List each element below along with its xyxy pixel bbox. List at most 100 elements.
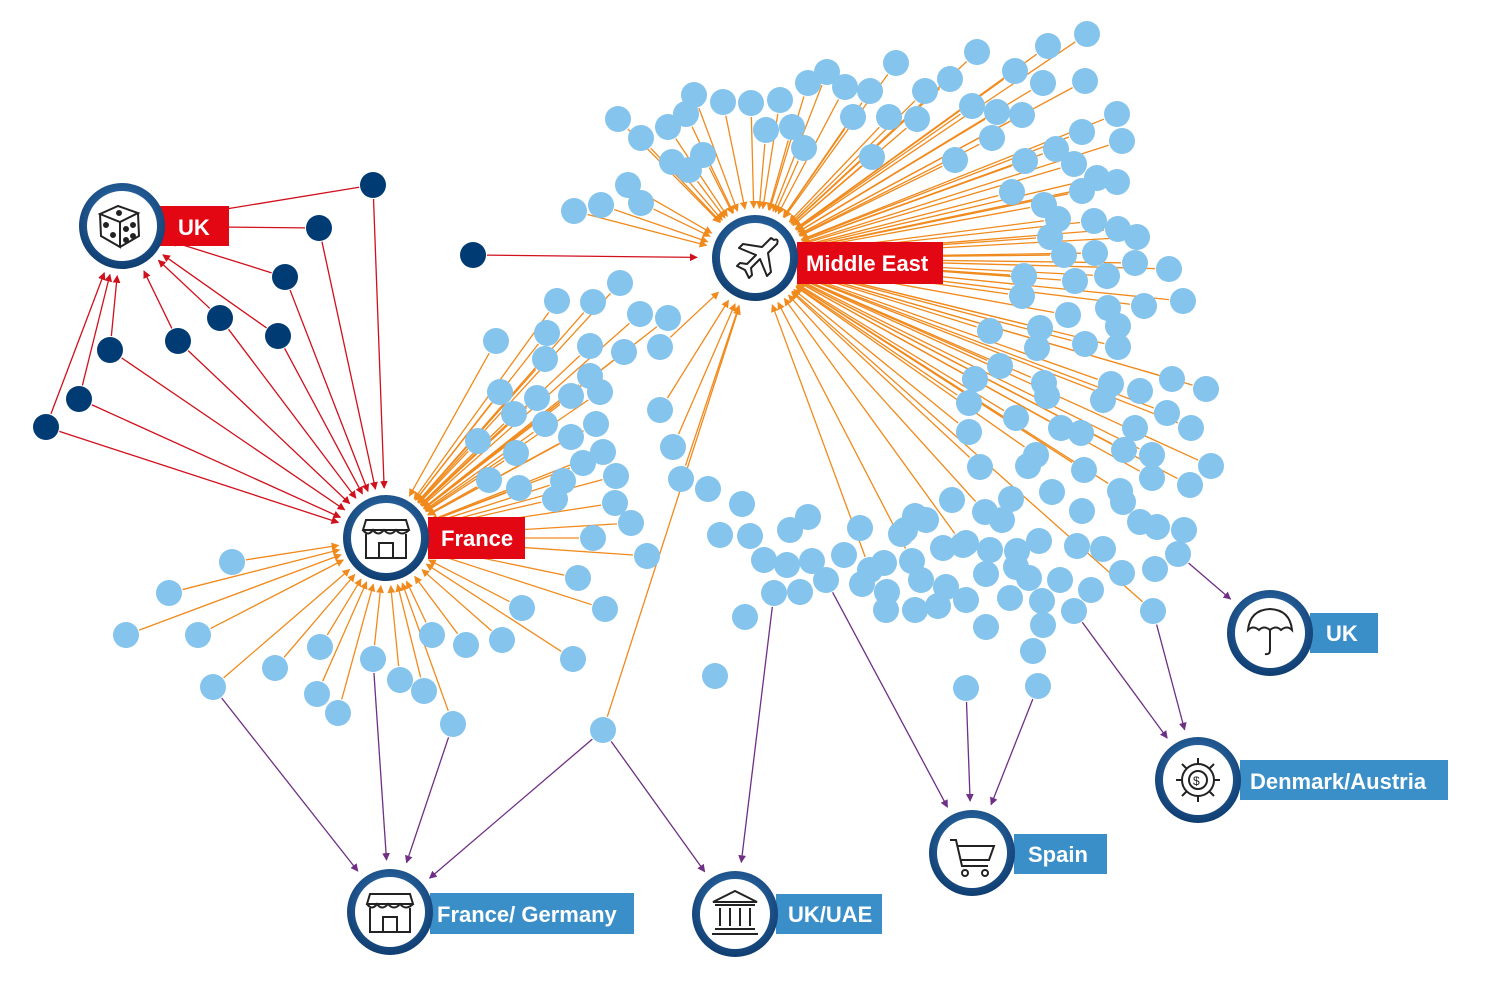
node xyxy=(618,510,644,536)
node xyxy=(483,328,509,354)
airplane-icon xyxy=(736,237,779,279)
node xyxy=(707,522,733,548)
node xyxy=(1171,517,1197,543)
node xyxy=(1104,101,1130,127)
node xyxy=(1107,478,1133,504)
node xyxy=(1165,541,1191,567)
edges xyxy=(50,41,1232,879)
node xyxy=(1061,598,1087,624)
node xyxy=(962,366,988,392)
node xyxy=(1140,598,1166,624)
hub-spain: Spain xyxy=(929,810,1107,896)
node xyxy=(1105,334,1131,360)
edge-arrow xyxy=(415,402,492,501)
node xyxy=(859,144,885,170)
edge-arrow xyxy=(774,160,799,214)
edge-arrow xyxy=(803,193,1069,251)
node xyxy=(933,574,959,600)
edge-arrow xyxy=(405,737,450,864)
shopping-cart-icon xyxy=(950,839,996,877)
edge-arrow xyxy=(284,348,363,495)
edge-arrow xyxy=(795,285,958,396)
edge-arrow xyxy=(766,140,789,211)
edge-arrow xyxy=(162,254,267,329)
node xyxy=(360,646,386,672)
hub-label: UK xyxy=(178,215,210,240)
node xyxy=(588,192,614,218)
node xyxy=(262,655,288,681)
hub-label-box xyxy=(797,242,943,284)
node xyxy=(681,82,707,108)
node xyxy=(999,179,1025,205)
hub-label-box xyxy=(428,517,525,559)
edge-arrow xyxy=(755,143,766,209)
edge-arrow xyxy=(610,740,706,873)
node xyxy=(1081,208,1107,234)
node xyxy=(857,557,883,583)
edge-arrow xyxy=(795,286,1025,448)
edge-arrow xyxy=(322,581,368,682)
edge-arrow xyxy=(801,273,1099,380)
hub-france-germany: France/ Germany xyxy=(347,869,634,955)
node xyxy=(876,104,902,130)
edge-arrow xyxy=(777,301,907,549)
node xyxy=(795,504,821,530)
node xyxy=(411,678,437,704)
edge-arrow xyxy=(341,583,376,700)
hub-label-box xyxy=(1014,834,1107,874)
edge-arrow xyxy=(421,569,492,632)
hub-label: UK/UAE xyxy=(788,902,872,927)
edge-arrow xyxy=(400,582,449,712)
node xyxy=(501,401,527,427)
edge-arrow xyxy=(788,294,977,503)
node xyxy=(558,424,584,450)
node xyxy=(1047,567,1073,593)
node xyxy=(1026,528,1052,554)
node xyxy=(1055,302,1081,328)
node xyxy=(561,198,587,224)
edge-arrow xyxy=(767,96,805,211)
node xyxy=(899,548,925,574)
edge-arrow xyxy=(427,430,585,516)
hub-label-box xyxy=(430,893,634,934)
node xyxy=(1122,415,1148,441)
edge-arrow xyxy=(227,328,357,499)
edge-arrow xyxy=(749,116,758,209)
node xyxy=(774,552,800,578)
node xyxy=(1025,673,1051,699)
node xyxy=(779,114,805,140)
node xyxy=(602,490,628,516)
edge-arrow xyxy=(408,352,490,497)
node xyxy=(1124,224,1150,250)
node xyxy=(1037,224,1063,250)
edge-arrow xyxy=(110,274,121,337)
hub-label: Spain xyxy=(1028,842,1088,867)
edge-arrow xyxy=(669,291,720,338)
node xyxy=(967,454,993,480)
node xyxy=(489,627,515,653)
node xyxy=(1127,509,1153,535)
node xyxy=(1002,58,1028,84)
edge-arrow xyxy=(428,738,593,879)
node xyxy=(1071,457,1097,483)
node xyxy=(953,675,979,701)
edge-arrow xyxy=(653,208,711,237)
hub-label: UK xyxy=(1326,621,1358,646)
node xyxy=(503,440,529,466)
node xyxy=(902,597,928,623)
node xyxy=(560,646,586,672)
node xyxy=(453,632,479,658)
node xyxy=(1095,295,1121,321)
node xyxy=(1069,119,1095,145)
node xyxy=(509,595,535,621)
edge-arrow xyxy=(691,126,734,214)
edge-arrow xyxy=(802,180,1084,249)
node xyxy=(532,346,558,372)
node xyxy=(387,667,413,693)
node xyxy=(984,99,1010,125)
node xyxy=(1198,453,1224,479)
edge-arrow xyxy=(1081,621,1168,739)
node xyxy=(1035,33,1061,59)
umbrella-icon xyxy=(1246,607,1294,656)
